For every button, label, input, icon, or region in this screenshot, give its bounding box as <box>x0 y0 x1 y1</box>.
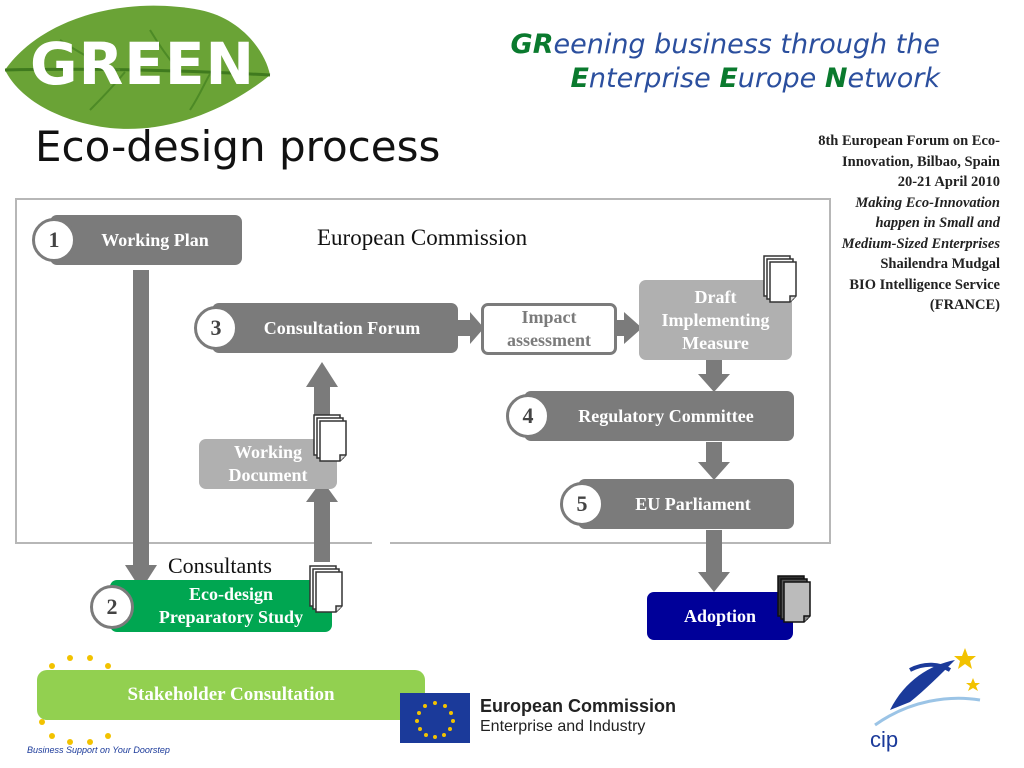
european-commission-label: European Commission <box>317 225 528 250</box>
step-5-eu-parliament: EU Parliament <box>578 479 794 529</box>
european-commission-frame <box>15 198 831 544</box>
green-leaf-logo <box>4 5 271 129</box>
adoption-box: Adoption <box>647 592 793 640</box>
step-4-number: 4 <box>506 394 550 438</box>
document-stack-icon <box>763 255 797 303</box>
step-1-number: 1 <box>32 218 76 262</box>
step-5-number: 5 <box>560 482 604 526</box>
conference-info: 8th European Forum on Eco- Innovation, B… <box>818 133 1000 313</box>
step-4-regulatory-committee: Regulatory Committee <box>524 391 794 441</box>
eu-flag-icon <box>400 693 470 743</box>
document-stack-icon <box>777 575 811 623</box>
ec-footer-subtitle: Enterprise and Industry <box>480 718 646 735</box>
cip-logo-text: cip <box>870 727 899 752</box>
step-1-working-plan: Working Plan <box>50 215 242 265</box>
consultants-label: Consultants <box>168 553 272 578</box>
logo-text: GREEN <box>30 30 256 98</box>
een-stars-logo <box>39 655 111 745</box>
stakeholder-consultation-bar: Stakeholder Consultation <box>37 670 425 720</box>
page-title: Eco-design process <box>35 122 441 171</box>
een-tagline: Business Support on Your Doorstep <box>27 745 170 755</box>
step-3-number: 3 <box>194 306 238 350</box>
ec-footer-title: European Commission <box>480 696 677 716</box>
tagline-line-1: GReening business through the <box>510 29 940 60</box>
step-3-consultation-forum: Consultation Forum <box>212 303 458 353</box>
step-2-number: 2 <box>90 585 134 629</box>
document-stack-icon <box>313 414 347 462</box>
tagline-line-2: Enterprise Europe Network <box>570 63 940 94</box>
cip-logo <box>874 648 981 727</box>
document-stack-icon <box>309 565 343 613</box>
